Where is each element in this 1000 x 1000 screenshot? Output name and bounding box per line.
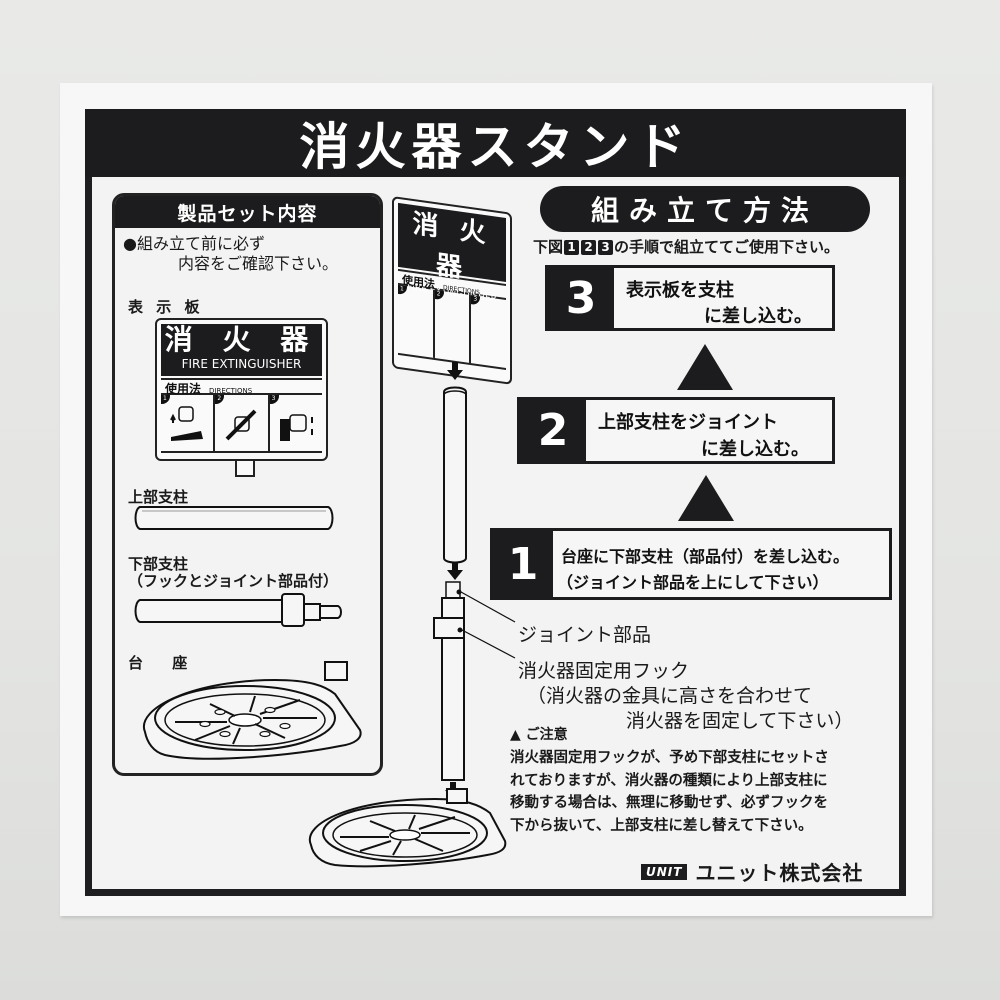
base-illustration — [142, 661, 362, 760]
up-arrow-icon-2 — [678, 475, 734, 521]
step-badge: 3 — [471, 295, 481, 306]
caution-line: 消火器固定用フックが、予め下部支柱にセットさ — [510, 750, 829, 766]
arrow-down-icon — [447, 362, 463, 380]
sign-illustration: 消 火 器 FIRE EXTINGUISHER 使用法 DIRECTIONS 1… — [155, 318, 328, 477]
assembled-step-1: 1 — [398, 284, 435, 358]
step-badge: 2 — [215, 395, 225, 404]
part-label-base: 台 座 — [128, 654, 200, 672]
up-arrow-icon — [677, 344, 733, 390]
sign-step-3: 3 — [269, 395, 322, 451]
step-num-badge: 3 — [598, 240, 614, 255]
lower-pole-illustration — [134, 593, 342, 627]
sign-steps: 1 2 3 — [161, 395, 322, 453]
step-1-number: 1 — [493, 531, 553, 597]
step-3-line1: 表示板を支柱 — [626, 280, 734, 301]
callout-hook: 消火器固定用フック — [518, 660, 690, 682]
step-num-badge: 2 — [581, 240, 597, 255]
step-1-line2: （ジョイント部品を上にして下さい） — [557, 573, 829, 592]
step-3-box: 3 表示板を支柱 に差し込む。 — [545, 265, 835, 331]
step-badge: 1 — [161, 395, 170, 404]
sign-step-2: 2 — [215, 395, 270, 451]
step-2-number: 2 — [520, 400, 586, 461]
part-label-upper-pole: 上部支柱 — [128, 488, 189, 506]
parts-panel-title: 製品セット内容 — [115, 196, 380, 228]
sign-english: FIRE EXTINGUISHER — [181, 357, 302, 371]
step-2-line1: 上部支柱をジョイント — [598, 412, 778, 433]
step-badge: 2 — [434, 289, 444, 301]
warning-icon: ▲ — [510, 727, 521, 743]
step-badge: 3 — [269, 395, 279, 404]
parts-note-line2: 内容をご確認下さい。 — [178, 254, 339, 273]
step-1-box: 1 台座に下部支柱（部品付）を差し込む。 （ジョイント部品を上にして下さい） — [490, 528, 892, 600]
sign-usage-en: DIRECTIONS — [209, 387, 253, 395]
sign-kanji: 消 火 器 — [164, 323, 319, 356]
parts-note-line1: ●組み立て前に必ず — [123, 234, 265, 253]
sign-usage-jp: 使用法 — [165, 382, 202, 396]
company-name: ユニット株式会社 — [695, 861, 864, 885]
arrow-down-icon-2 — [447, 562, 463, 580]
sign-post-stub — [235, 461, 255, 477]
part-sublabel-lower-pole: （フックとジョイント部品付） — [128, 572, 339, 590]
assembled-step-2: 2 — [434, 289, 472, 364]
caution-title: ▲ ご注意 — [510, 724, 568, 744]
assembly-title: 組み立て方法 — [540, 186, 870, 232]
aim-hose-icon — [225, 409, 257, 441]
subtitle-prefix: 下図 — [533, 238, 564, 256]
step-3-line2: に差し込む。 — [704, 306, 812, 327]
assembled-base-illustration — [308, 788, 507, 868]
step-2-text: 上部支柱をジョイント に差し込む。 — [586, 400, 832, 461]
company-logo: UNIT — [641, 863, 688, 880]
assembled-sign-illustration: 消 火 器 FIRE EXTINGUISHER 使用法 DIRECTIONS 1… — [392, 196, 512, 385]
page-title: 消火器スタンド — [299, 118, 692, 176]
caution-body: 消火器固定用フックが、予め下部支柱にセットさ れておりますが、消火器の種類により… — [510, 747, 890, 837]
pull-pin-icon — [170, 406, 203, 441]
assembled-sign-steps: 1 2 3 — [398, 284, 506, 371]
caution-line: 移動する場合は、無理に移動せず、必ずフックを — [510, 795, 828, 811]
step-3-text: 表示板を支柱 に差し込む。 — [614, 268, 832, 328]
step-1-line1: 台座に下部支柱（部品付）を差し込む。 — [561, 547, 850, 566]
step-num-badge: 1 — [564, 240, 580, 255]
company-info: UNIT ユニット株式会社 — [641, 857, 863, 886]
callout-hook-note2: 消火器を固定して下さい） — [626, 710, 854, 732]
pole-assembly-illustration — [433, 362, 516, 800]
callout-joint: ジョイント部品 — [518, 624, 652, 646]
sign-usage-bar: 使用法 DIRECTIONS — [161, 378, 322, 396]
part-label-sign: 表 示 板 — [128, 298, 204, 316]
caution-title-text: ご注意 — [525, 727, 568, 743]
parts-note: ●組み立て前に必ず 内容をご確認下さい。 — [123, 234, 338, 274]
part-label-lower-pole: 下部支柱 — [128, 555, 189, 573]
upper-pole-illustration — [134, 506, 334, 530]
header-band: 消火器スタンド — [85, 109, 906, 177]
caution-line: 下から抜いて、上部支柱に差し替えて下さい。 — [510, 817, 813, 834]
step-2-box: 2 上部支柱をジョイント に差し込む。 — [517, 397, 835, 464]
caution-line: れておりますが、消火器の種類により上部支柱に — [510, 772, 828, 789]
subtitle-suffix: の手順で組立ててご使用下さい。 — [614, 238, 840, 256]
squeeze-lever-icon — [279, 414, 313, 441]
assembled-step-3: 3 — [471, 295, 506, 368]
sign-header: 消 火 器 FIRE EXTINGUISHER — [161, 324, 322, 376]
step-2-line2: に差し込む。 — [701, 439, 809, 460]
callout-hook-note1: （消火器の金具に高さを合わせて — [527, 685, 813, 707]
step-badge: 1 — [398, 284, 407, 296]
step-1-text: 台座に下部支柱（部品付）を差し込む。 （ジョイント部品を上にして下さい） — [553, 531, 889, 597]
step-3-number: 3 — [548, 268, 614, 328]
sign-step-1: 1 — [161, 395, 216, 451]
